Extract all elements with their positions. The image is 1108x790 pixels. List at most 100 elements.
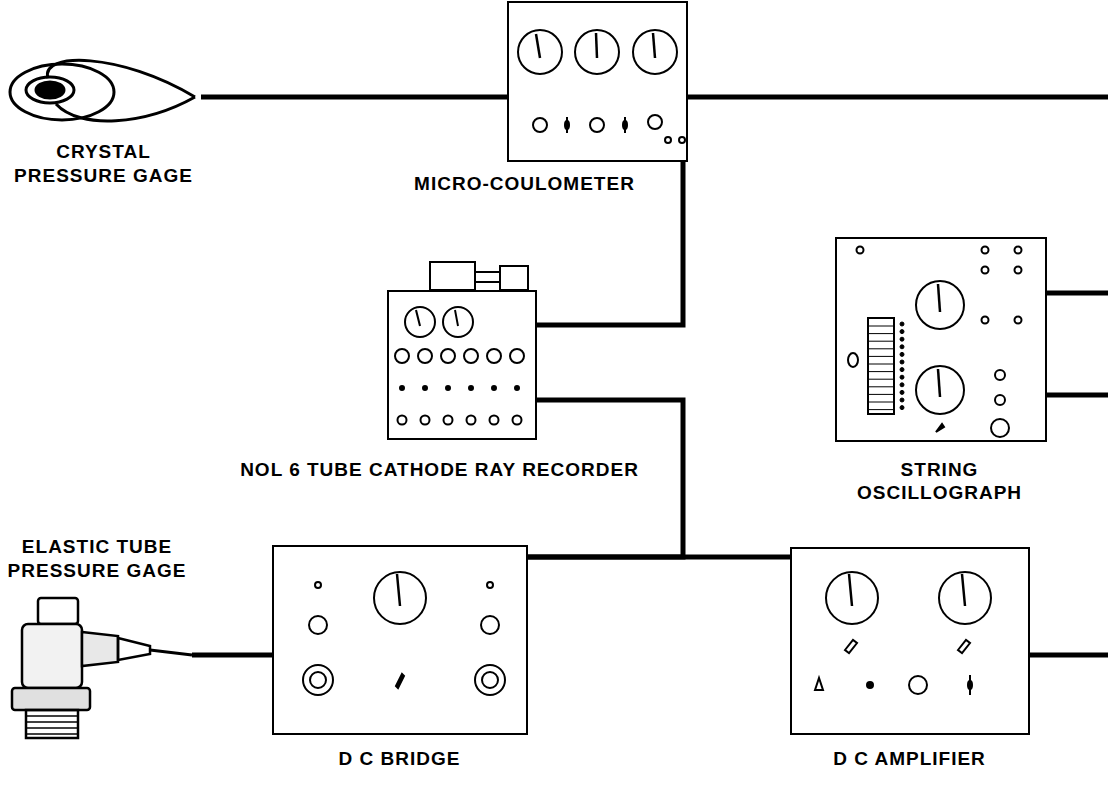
elastic-gage-drawing (12, 598, 192, 738)
output-wires-part (1030, 653, 1108, 658)
micro-coulometer-panel-part (665, 137, 671, 143)
recorder-panel-part (418, 349, 432, 363)
dc-amplifier-panel-part (969, 675, 971, 695)
elastic-gage-drawing-part-part (26, 721, 78, 723)
oscillograph-panel-part (916, 281, 964, 329)
output-wires-part (1047, 291, 1108, 296)
micro-coulometer-panel-part (566, 117, 568, 133)
micro-coulometer-panel-part (533, 118, 547, 132)
recorder-panel-part (398, 416, 407, 425)
recorder-panel-part-part (469, 386, 473, 390)
oscillograph-panel-part-part (868, 386, 894, 387)
recorder-panel-part (400, 386, 519, 390)
recorder-panel-part (464, 349, 478, 363)
elastic-gage-drawing-part (26, 716, 78, 734)
device-label: NOL 6 TUBE CATHODE RAY RECORDER (235, 458, 645, 482)
micro-coulometer-panel-part (518, 30, 562, 74)
elastic-gage-drawing-part (118, 638, 150, 660)
oscillograph-panel-part (991, 419, 1009, 437)
recorder-panel-part (441, 349, 455, 363)
crystal-gage-drawing-part (36, 82, 64, 98)
dc-bridge-panel-part (396, 674, 404, 688)
micro-coulometer-panel-part (624, 117, 626, 133)
oscillograph-panel-part-part (868, 326, 894, 327)
oscillograph-panel-part-part (868, 356, 894, 357)
dc-amplifier-panel (815, 572, 991, 695)
oscillograph-panel-part-part (868, 348, 894, 349)
output-wires-part (688, 95, 1108, 100)
dc-bridge-panel-part (481, 616, 499, 634)
oscillograph-panel-part (868, 318, 894, 414)
dc-amplifier-panel-part (826, 572, 878, 624)
dc-bridge-panel-part (475, 665, 505, 695)
output-wires-part (1047, 393, 1108, 398)
oscillograph-panel-part-part (900, 390, 904, 394)
oscillograph-panel-part-part (900, 352, 904, 356)
recorder-panel-part (490, 416, 499, 425)
recorder-panel-part-part (400, 386, 404, 390)
elastic-gage-drawing-part (38, 598, 78, 624)
instrument-box: MICRO-COULOMETER (507, 1, 688, 162)
oscillograph-panel-part (857, 247, 864, 254)
dc-amplifier-panel-part (962, 574, 965, 606)
recorder-panel-part (444, 416, 453, 425)
oscillograph-panel-part (848, 353, 858, 367)
dc-bridge-panel (303, 572, 505, 695)
oscillograph-panel-part-part (868, 402, 894, 403)
oscillograph-panel-part-part (868, 364, 894, 365)
signal-cable (192, 653, 272, 658)
oscillograph-panel (848, 247, 1022, 438)
micro-coulometer-panel-part (648, 115, 662, 129)
oscillograph-panel-part-part (900, 398, 904, 402)
dc-amplifier-panel-part (968, 681, 972, 689)
oscillograph-panel-part-part (900, 406, 904, 410)
oscillograph-panel-part-part (900, 375, 904, 379)
recorder-panel-part (513, 416, 522, 425)
elastic-gage-drawing-part-part (26, 727, 78, 729)
oscillograph-panel-part (916, 366, 964, 414)
dc-bridge-panel-part (315, 582, 321, 588)
recorder-panel-part (443, 307, 473, 337)
oscillograph-panel-part (1015, 317, 1022, 324)
oscillograph-panel-part-part (868, 371, 894, 372)
recorder-panel-part (467, 416, 476, 425)
device-label: D C AMPLIFIER (760, 747, 1060, 771)
micro-coulometer-panel-part (596, 33, 597, 58)
recorder-panel-part (500, 266, 528, 290)
recorder-panel-part (405, 307, 435, 337)
gage-figure: CRYSTAL PRESSURE GAGE (6, 40, 201, 232)
instrument-box: D C BRIDGE (272, 545, 528, 735)
micro-coulometer-panel-part (623, 121, 627, 129)
oscillograph-panel-part (1015, 247, 1022, 254)
dc-bridge-panel-part (310, 672, 326, 688)
oscillograph-panel-part-part (868, 409, 894, 410)
recorder-panel-part (395, 349, 409, 363)
device-label: ELASTIC TUBE PRESSURE GAGE (2, 535, 192, 583)
dc-amplifier-panel-part (815, 678, 823, 690)
dc-amplifier-panel-part (849, 574, 852, 606)
micro-coulometer-panel-part (679, 137, 685, 143)
device-label: CRYSTAL PRESSURE GAGE (6, 140, 201, 188)
dc-amplifier-panel-part (909, 676, 927, 694)
oscillograph-panel-part-part (900, 368, 904, 372)
recorder-panel-part-part (515, 386, 519, 390)
micro-coulometer-panel-part (590, 118, 604, 132)
instrument-box: NOL 6 TUBE CATHODE RAY RECORDER (387, 290, 537, 440)
oscillograph-panel-part (995, 370, 1005, 380)
recorder-panel (395, 262, 528, 425)
recorder-panel-part-part (492, 386, 496, 390)
instrument-box: D C AMPLIFIER (790, 547, 1030, 735)
oscillograph-panel-part-part (900, 360, 904, 364)
oscillograph-panel-part (936, 424, 944, 432)
signal-cable (201, 95, 507, 100)
oscillograph-panel-part-part (900, 345, 904, 349)
oscillograph-panel-part-part (900, 337, 904, 341)
micro-coulometer-panel (518, 30, 685, 143)
gage-figure: ELASTIC TUBE PRESSURE GAGE (2, 535, 192, 740)
crystal-gage-drawing-part (47, 60, 195, 97)
dc-bridge-panel-part (482, 672, 498, 688)
micro-coulometer-panel-part (633, 30, 677, 74)
oscillograph-panel-part (868, 322, 904, 410)
